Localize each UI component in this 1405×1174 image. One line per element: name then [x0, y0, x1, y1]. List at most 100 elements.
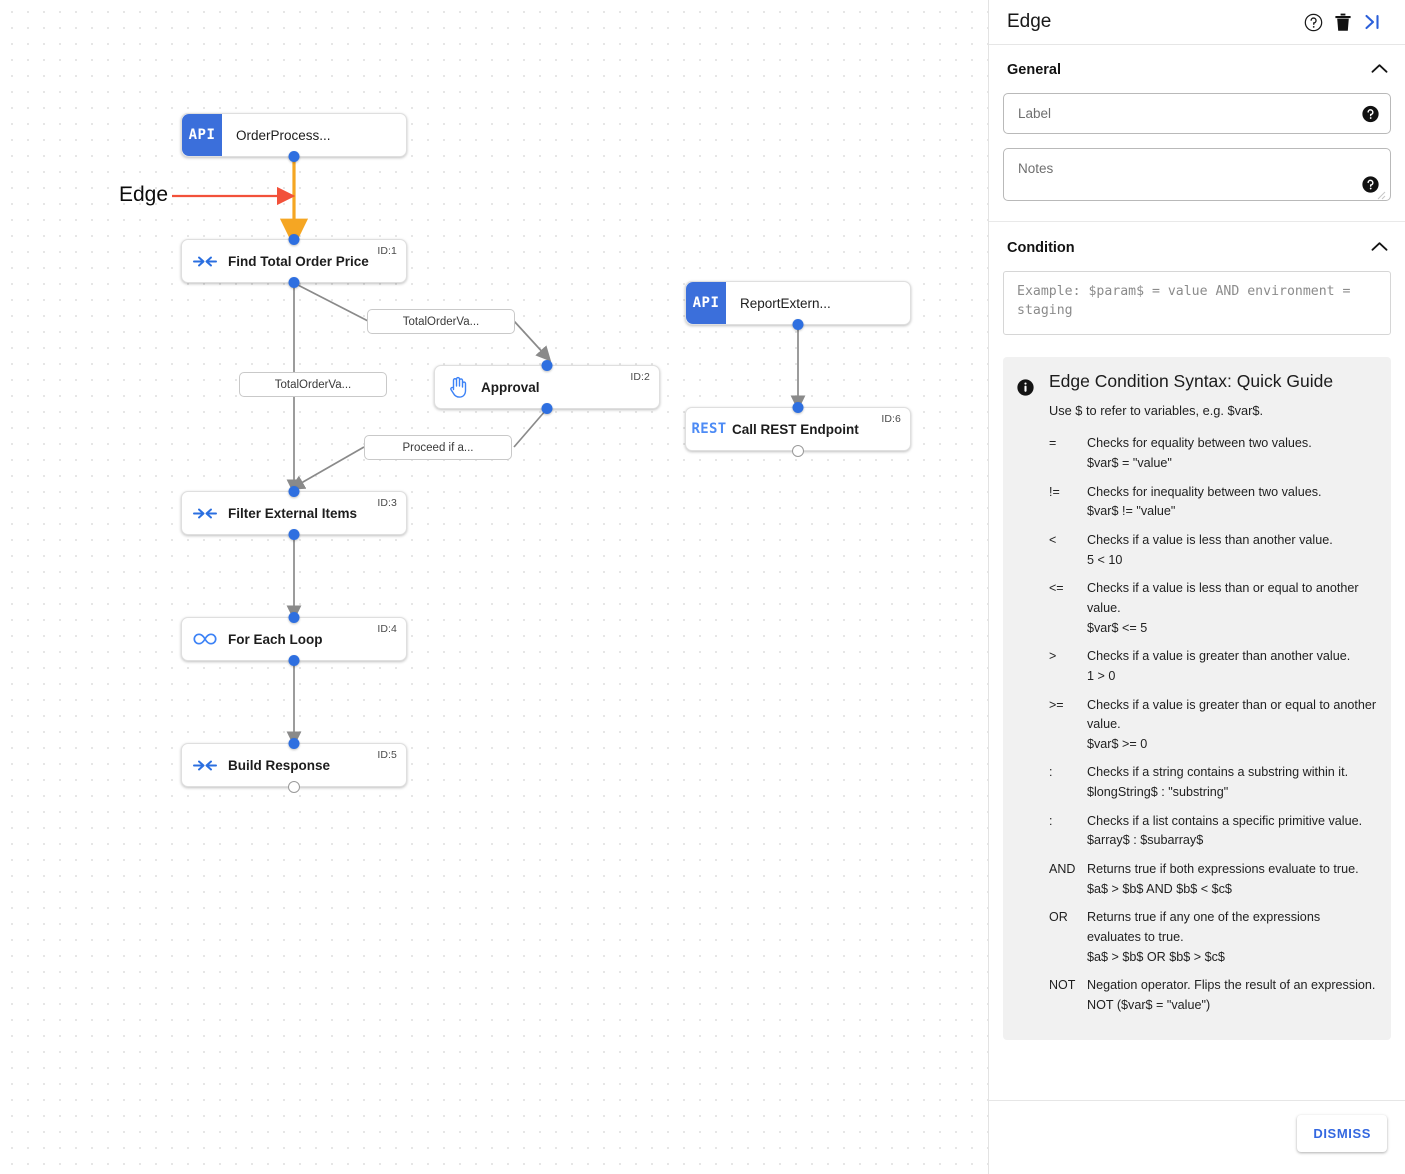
- operator-description: Checks for inequality between two values…: [1087, 484, 1322, 499]
- edge-label-chip[interactable]: TotalOrderVa...: [239, 372, 387, 397]
- condition-section-title: Condition: [1007, 240, 1075, 256]
- edge-properties-panel: Edge: [988, 0, 1405, 1174]
- operator-description: Checks if a list contains a specific pri…: [1087, 813, 1363, 828]
- node-call-rest-endpoint[interactable]: REST Call REST Endpoint ID:6: [685, 402, 911, 457]
- notes-field[interactable]: Notes: [1003, 148, 1391, 201]
- operator-example: $var$ <= 5: [1087, 620, 1148, 635]
- node-report-external[interactable]: API ReportExtern...: [685, 281, 911, 330]
- condition-section-header[interactable]: Condition: [1003, 239, 1391, 257]
- node-title: Filter External Items: [228, 505, 358, 521]
- node-output-port[interactable]: [541, 403, 553, 414]
- resize-handle[interactable]: [1376, 187, 1386, 200]
- node-build-response[interactable]: Build Response ID:5: [181, 738, 407, 793]
- dismiss-button[interactable]: DISMISS: [1297, 1115, 1387, 1152]
- operator-row: = Checks for equality between two values.…: [1049, 434, 1377, 473]
- api-badge-icon: API: [182, 114, 222, 156]
- node-input-port[interactable]: [541, 360, 553, 371]
- panel-title: Edge: [1007, 11, 1052, 32]
- node-output-port[interactable]: [792, 319, 804, 330]
- notes-field-placeholder: Notes: [1018, 161, 1054, 176]
- label-help-icon[interactable]: [1362, 105, 1379, 122]
- operator-description: Returns true if any one of the expressio…: [1087, 910, 1321, 944]
- trash-icon[interactable]: [1328, 7, 1358, 37]
- node-find-total-order-price[interactable]: Find Total Order Price ID:1: [181, 234, 407, 288]
- operator-body: Checks if a value is greater than anothe…: [1087, 647, 1377, 686]
- node-output-port[interactable]: [288, 151, 300, 162]
- converge-arrows-icon: [182, 758, 228, 773]
- label-field[interactable]: Label: [1003, 93, 1391, 134]
- operator-row: <=Checks if a value is less than or equa…: [1049, 579, 1377, 638]
- operator-body: Checks if a value is less than another v…: [1087, 531, 1377, 570]
- operator-symbol: OR: [1049, 910, 1068, 925]
- operator-example: NOT ($var$ = "value"): [1087, 997, 1211, 1012]
- operator-body: Returns true if any one of the expressio…: [1087, 908, 1377, 967]
- edge-label-chip[interactable]: Proceed if a...: [364, 435, 512, 460]
- node-input-port[interactable]: [288, 486, 300, 497]
- operator-example: $var$ = "value": [1087, 456, 1172, 471]
- rest-badge-icon: REST: [691, 421, 727, 437]
- guide-title: Edge Condition Syntax: Quick Guide: [1049, 371, 1334, 392]
- node-title: Approval: [481, 379, 540, 395]
- panel-footer: DISMISS: [989, 1100, 1405, 1174]
- chevron-up-icon[interactable]: [1371, 239, 1388, 257]
- node-title: Find Total Order Price: [228, 253, 369, 269]
- operator-example: $a$ > $b$ OR $b$ > $c$: [1087, 949, 1225, 964]
- converge-arrows-icon: [182, 254, 228, 269]
- node-title: Call REST Endpoint: [732, 421, 859, 437]
- api-badge-icon: API: [686, 282, 726, 324]
- node-output-port[interactable]: [288, 277, 300, 288]
- operator-description: Checks for equality between two values.: [1087, 436, 1312, 451]
- hand-icon: [435, 376, 481, 398]
- operator-symbol: NOT: [1049, 978, 1076, 993]
- info-icon: [1017, 371, 1035, 1024]
- operator-symbol: <: [1049, 533, 1057, 548]
- operator-row: NOT Negation operator. Flips the result o…: [1049, 976, 1377, 1015]
- node-input-port[interactable]: [288, 234, 300, 245]
- node-approval[interactable]: Approval ID:2: [434, 360, 660, 414]
- operator-description: Returns true if both expressions evaluat…: [1087, 862, 1359, 876]
- operator-body: Checks if a value is greater than or equ…: [1087, 696, 1377, 755]
- node-output-port[interactable]: [288, 655, 300, 666]
- edges-layer: [172, 157, 806, 747]
- chevron-up-icon[interactable]: [1371, 61, 1388, 79]
- node-id-label: ID:1: [377, 245, 397, 257]
- node-output-port[interactable]: [288, 529, 300, 540]
- edge-label-chip[interactable]: TotalOrderVa...: [367, 309, 515, 334]
- operator-row: >Checks if a value is greater than anoth…: [1049, 647, 1377, 686]
- flow-canvas[interactable]: Edge API OrderProcess... Find Total Orde…: [0, 0, 988, 1174]
- operator-row: != Checks for inequality between two valu…: [1049, 483, 1377, 522]
- operator-symbol: >=: [1049, 697, 1064, 712]
- operator-example: $var$ != "value": [1087, 504, 1176, 519]
- node-output-port-open[interactable]: [288, 780, 300, 793]
- node-input-port[interactable]: [288, 738, 300, 749]
- operator-row: >= Checks if a value is greater than or e…: [1049, 696, 1377, 755]
- general-section-header[interactable]: General: [1003, 61, 1391, 79]
- node-id-label: ID:6: [881, 413, 901, 425]
- notes-help-icon[interactable]: [1362, 176, 1379, 193]
- operator-row: :Checks if a list contains a specific pr…: [1049, 812, 1377, 851]
- node-for-each-loop[interactable]: For Each Loop ID:4: [181, 612, 407, 666]
- node-order-process[interactable]: API OrderProcess...: [181, 113, 407, 162]
- node-id-label: ID:3: [377, 497, 397, 509]
- operator-body: Negation operator. Flips the result of a…: [1087, 976, 1377, 1015]
- operator-row: < Checks if a value is less than another …: [1049, 531, 1377, 570]
- node-input-port[interactable]: [792, 402, 804, 413]
- operator-example: 1 > 0: [1087, 668, 1116, 683]
- operator-body: Checks if a value is less than or equal …: [1087, 579, 1377, 638]
- operator-example: $var$ >= 0: [1087, 736, 1148, 751]
- node-filter-external-items[interactable]: Filter External Items ID:3: [181, 486, 407, 540]
- node-id-label: ID:5: [377, 749, 397, 761]
- operator-symbol: :: [1049, 765, 1053, 780]
- collapse-panel-icon[interactable]: [1358, 7, 1388, 37]
- node-output-port-open[interactable]: [792, 444, 804, 457]
- operator-body: Checks for equality between two values. $…: [1087, 434, 1377, 473]
- operator-symbol: =: [1049, 436, 1057, 451]
- operator-symbol: !=: [1049, 484, 1060, 499]
- node-input-port[interactable]: [288, 612, 300, 623]
- condition-input[interactable]: Example: $param$ = value AND environment…: [1003, 271, 1391, 336]
- general-section: General Label: [989, 45, 1405, 222]
- help-icon[interactable]: [1298, 7, 1328, 37]
- infinity-icon: [182, 632, 228, 646]
- node-id-label: ID:2: [630, 371, 650, 383]
